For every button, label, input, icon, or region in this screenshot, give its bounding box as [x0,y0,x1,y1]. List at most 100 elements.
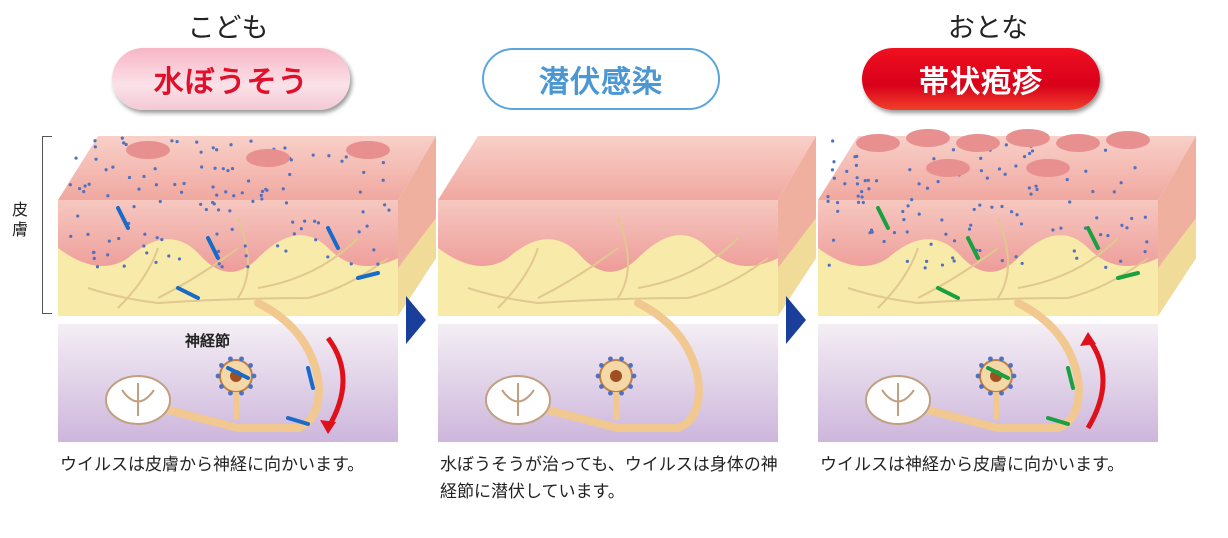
virus-dot [978,248,982,253]
virus-dot [228,209,232,213]
virus-dot [106,253,110,257]
virus-dot [1014,164,1018,168]
virus-segment [116,206,130,230]
virus-segment [986,366,1010,380]
dermis-layer [438,200,778,272]
spinal-cord-grey-matter [501,383,535,416]
virus-dot [1095,216,1099,220]
virus-dot [832,160,836,164]
panel-chickenpox [58,136,436,442]
virus-dot [93,139,97,143]
virus-dot [951,148,956,152]
spinal-cord-grey-matter [121,383,155,416]
virus-dot [276,244,280,248]
virus-dot [1091,189,1095,194]
virus-dot [142,244,146,248]
virus-dot [979,384,984,389]
virus-dot [314,238,318,242]
fat-side-face [398,218,436,316]
dermis-layer [58,200,398,272]
virus-dot [381,178,385,182]
virus-dot [910,198,914,202]
virus-dot [925,186,930,190]
virus-dot [1015,213,1019,217]
virus-dot [826,194,830,199]
virus-dot [215,148,219,152]
virus-dot [215,373,221,379]
virus-dot [175,139,179,144]
virus-dot [902,218,906,222]
virus-dot [856,200,861,204]
virus-dot [908,168,912,172]
virus-dot [628,384,633,389]
virus-dot [216,249,221,254]
virus-dot [1035,187,1039,192]
blister [926,159,970,177]
virus-dot [1010,210,1014,214]
virus-dot [845,169,849,173]
virus-dot [219,363,224,368]
virus-dot [199,150,203,154]
blister [1106,131,1150,149]
virus-segment [1086,226,1100,250]
virus-dot [1143,215,1147,219]
virus-dot [249,139,253,143]
virus-dot [830,168,835,172]
virus-segment [306,366,315,390]
virus-dot [215,232,219,236]
virus-dot [1143,250,1147,254]
virus-dot [1068,200,1072,204]
virus-dot [120,136,124,140]
fat-side-face [778,218,816,316]
title-shingles: 帯状疱疹 [862,48,1100,110]
blister [906,129,950,147]
virus-dot [826,199,830,203]
spinal-cord-grey-matter [881,383,915,416]
virus-dot [95,265,100,269]
virus-dot [619,390,624,396]
virus-dot [1104,265,1108,269]
virus-dot [835,201,840,205]
virus-dot [831,238,836,242]
virus-dot [1004,143,1008,147]
next-arrow-icon [406,296,426,344]
virus-dot [91,250,96,255]
virus-segment [356,271,380,280]
virus-dot [952,259,956,263]
virus-dot [866,178,870,182]
virus-dot [1065,177,1069,182]
virus-dot [251,199,255,203]
virus-dot [1008,363,1013,368]
virus-dot [827,263,831,267]
virus-dot [1119,181,1123,185]
virus-dot [122,264,126,268]
virus-dot [137,187,141,191]
virus-dot [76,214,80,218]
caption-latent: 水ぼうそうが治っても、ウイルスは身体の神経節に潜伏しています。 [440,455,778,502]
skin-top-face [818,136,1196,200]
virus-dot [951,256,955,260]
virus-dot [923,266,927,270]
virus-dot [1019,222,1024,226]
virus-dot [244,254,248,258]
virus-dot [179,190,184,194]
virus-dot [264,187,268,192]
virus-dot [944,232,948,236]
virus-dot [248,384,253,389]
virus-dot [952,239,957,243]
virus-dot [226,168,230,173]
virus-segment [226,366,250,380]
virus-dot [997,167,1002,171]
virus-dot [122,141,126,145]
virus-dot [211,200,215,205]
virus-dot [972,207,976,212]
virus-dot [1029,192,1033,196]
caption-shingles: ウイルスは神経から皮膚に向かいます。 [820,455,1125,475]
virus-dot [224,190,228,194]
virus-dot [283,146,287,150]
virus-dot [599,384,604,389]
virus-dot [106,194,110,198]
virus-dot [854,163,859,167]
virus-dot [313,219,317,223]
blister [956,134,1000,152]
